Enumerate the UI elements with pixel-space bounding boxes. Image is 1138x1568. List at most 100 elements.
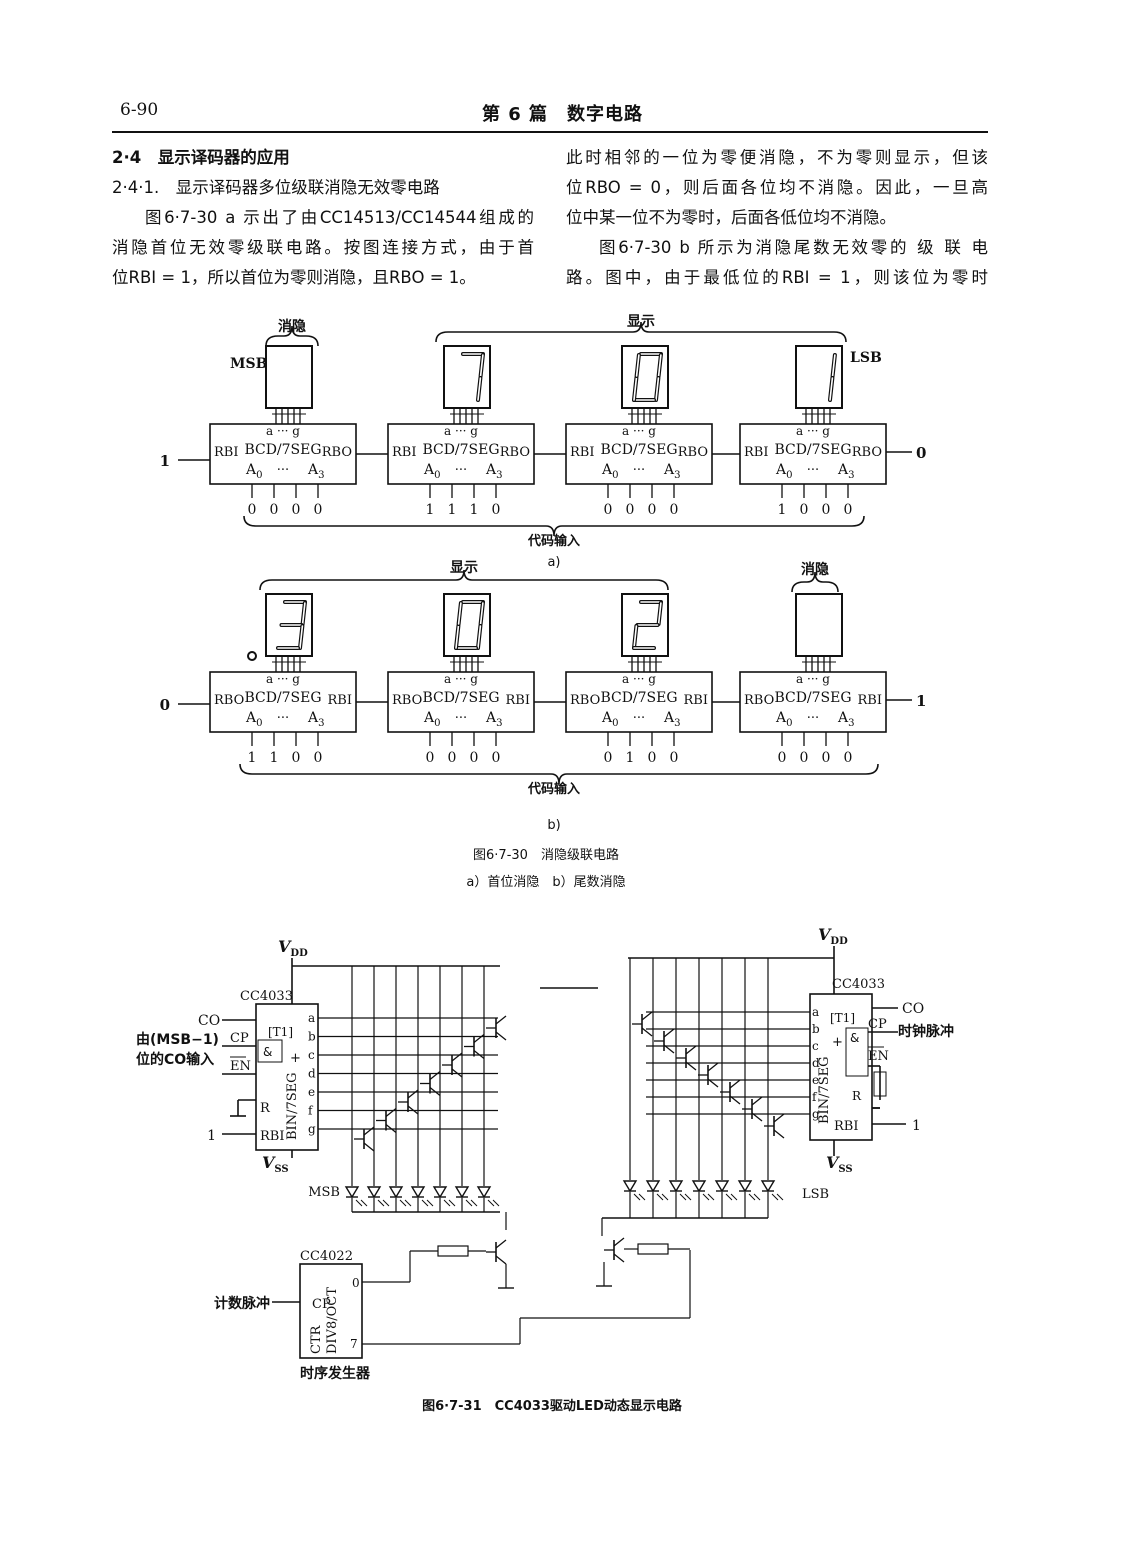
seg-driver-right-c — [676, 1045, 697, 1071]
segment-b-hollow — [831, 354, 836, 377]
para-line: 消隐首位无效零级联电路。按图连接方式，由于首 — [112, 238, 534, 257]
led-triangle — [668, 1180, 684, 1193]
cc4022-div-label: DIV8/OCT — [325, 1287, 340, 1354]
code-bit: 1 — [778, 502, 787, 518]
segment-e-hollow — [633, 625, 638, 649]
segment-c-hollow — [299, 625, 304, 649]
rbi-left-value: 1 — [207, 1128, 216, 1144]
chip-dots: ··· — [277, 463, 289, 478]
segment-b-hollow — [479, 354, 484, 377]
t1-right: [T1] — [830, 1011, 855, 1025]
and-symbol-left: & — [263, 1045, 272, 1059]
en-right-label: EN — [868, 1049, 889, 1064]
transistor-collector — [613, 1237, 625, 1247]
led-left-e — [432, 1186, 456, 1207]
t1-left: [T1] — [268, 1025, 293, 1039]
transistor-collector — [473, 1033, 485, 1044]
code-bit: 0 — [844, 750, 853, 766]
code-bit: 0 — [270, 502, 279, 518]
blank-label-a: 消隐 — [278, 318, 306, 335]
chip-a0-label: A0 — [601, 710, 619, 729]
chip-a3-label: A3 — [307, 710, 325, 729]
led-light-ray — [656, 1193, 664, 1201]
transistor-collector — [641, 1011, 653, 1021]
digit-0 — [454, 600, 485, 650]
segment-b-hollow — [301, 602, 306, 625]
seg-driver-right-a — [632, 1011, 653, 1037]
seg-pin-left-c: c — [308, 1048, 315, 1062]
led-triangle — [366, 1186, 382, 1199]
code-bit: 0 — [800, 502, 809, 518]
transistor-emitter — [773, 1129, 785, 1139]
digit-7 — [461, 352, 485, 402]
cc4022-q0-label: 0 — [352, 1276, 360, 1290]
page-header: 6-90 第 6 篇 数字电路 — [112, 100, 992, 126]
resistor-right — [637, 1243, 669, 1255]
seg-pin-right-b: b — [812, 1022, 820, 1036]
led-left-c — [388, 1186, 412, 1207]
digit-0 — [632, 352, 663, 402]
seg-driver-left-g — [354, 1126, 375, 1152]
cp-left-label: CP — [230, 1031, 249, 1046]
blank-label-b: 消隐 — [801, 561, 829, 578]
display-box — [621, 593, 669, 657]
code-bit: 0 — [426, 750, 435, 766]
cc4022-name: CC4022 — [300, 1249, 353, 1264]
section-heading: 2·4 显示译码器的应用 — [112, 148, 290, 167]
led-right-a — [622, 1180, 646, 1201]
led-light-ray — [725, 1193, 733, 1201]
code-bit: 0 — [822, 502, 831, 518]
code-input-label-b: 代码输入 — [527, 781, 580, 797]
chip-rbi-label: RBI — [214, 445, 238, 460]
led-right-d — [691, 1180, 715, 1201]
right-column: 此时相邻的一位为零便消隐，不为零则显示，但该 位RBO = 0，则后面各位均不消… — [566, 143, 988, 293]
rbi-input-value: 1 — [916, 692, 926, 710]
code-bit: 0 — [648, 750, 657, 766]
code-bit: 0 — [626, 502, 635, 518]
seg-pin-left-g: g — [308, 1122, 316, 1136]
brace-blank-b — [791, 571, 839, 593]
digit-2 — [632, 600, 663, 650]
brace-blank-a — [265, 325, 319, 347]
transistor-collector — [707, 1062, 719, 1072]
rbi-right-label: RBI — [834, 1119, 858, 1134]
lsb-label-31: LSB — [802, 1187, 829, 1202]
led-triangle — [622, 1180, 638, 1193]
chip-a0-label: A0 — [423, 462, 441, 481]
chip-rbo-label: RBO — [678, 445, 708, 460]
led-left-a — [344, 1186, 368, 1207]
chip-a0-label: A0 — [245, 710, 263, 729]
vdd-left: VDD — [278, 937, 308, 959]
co-right-label: CO — [902, 1001, 924, 1017]
left-column: 2·4 显示译码器的应用 2·4·1. 显示译码器多位级联消隐无效零电路 图6·… — [112, 143, 534, 293]
led-triangle — [454, 1186, 470, 1199]
led-right-g — [760, 1180, 784, 1201]
chip-rbo-label: RBO — [392, 693, 422, 708]
chip-dots: ··· — [633, 463, 645, 478]
code-bit: 1 — [626, 750, 635, 766]
chip-dots: ··· — [807, 463, 819, 478]
code-bit: 0 — [292, 502, 301, 518]
plus-left: + — [290, 1051, 301, 1066]
chip-a3-label: A3 — [663, 462, 681, 481]
led-light-ray — [633, 1193, 641, 1201]
chip-a3-label: A3 — [663, 710, 681, 729]
transistor-collector — [729, 1079, 741, 1089]
seg-pin-right-e: e — [812, 1073, 819, 1087]
cc4033-left-name: CC4033 — [240, 989, 293, 1004]
segment-e-hollow — [455, 625, 460, 649]
transistor-emitter — [363, 1142, 375, 1152]
code-bit: 0 — [604, 502, 613, 518]
chip-a0-label: A0 — [245, 462, 263, 481]
led-light-ray — [443, 1199, 451, 1207]
segment-b-hollow — [657, 354, 662, 377]
chip-dots: ··· — [277, 711, 289, 726]
segment-c-hollow — [477, 377, 482, 401]
chip-a3-label: A3 — [837, 462, 855, 481]
chip-seg-label: a ··· g — [444, 672, 478, 686]
chip-rbi-label: RBI — [506, 693, 530, 708]
resistor-left — [437, 1245, 469, 1257]
